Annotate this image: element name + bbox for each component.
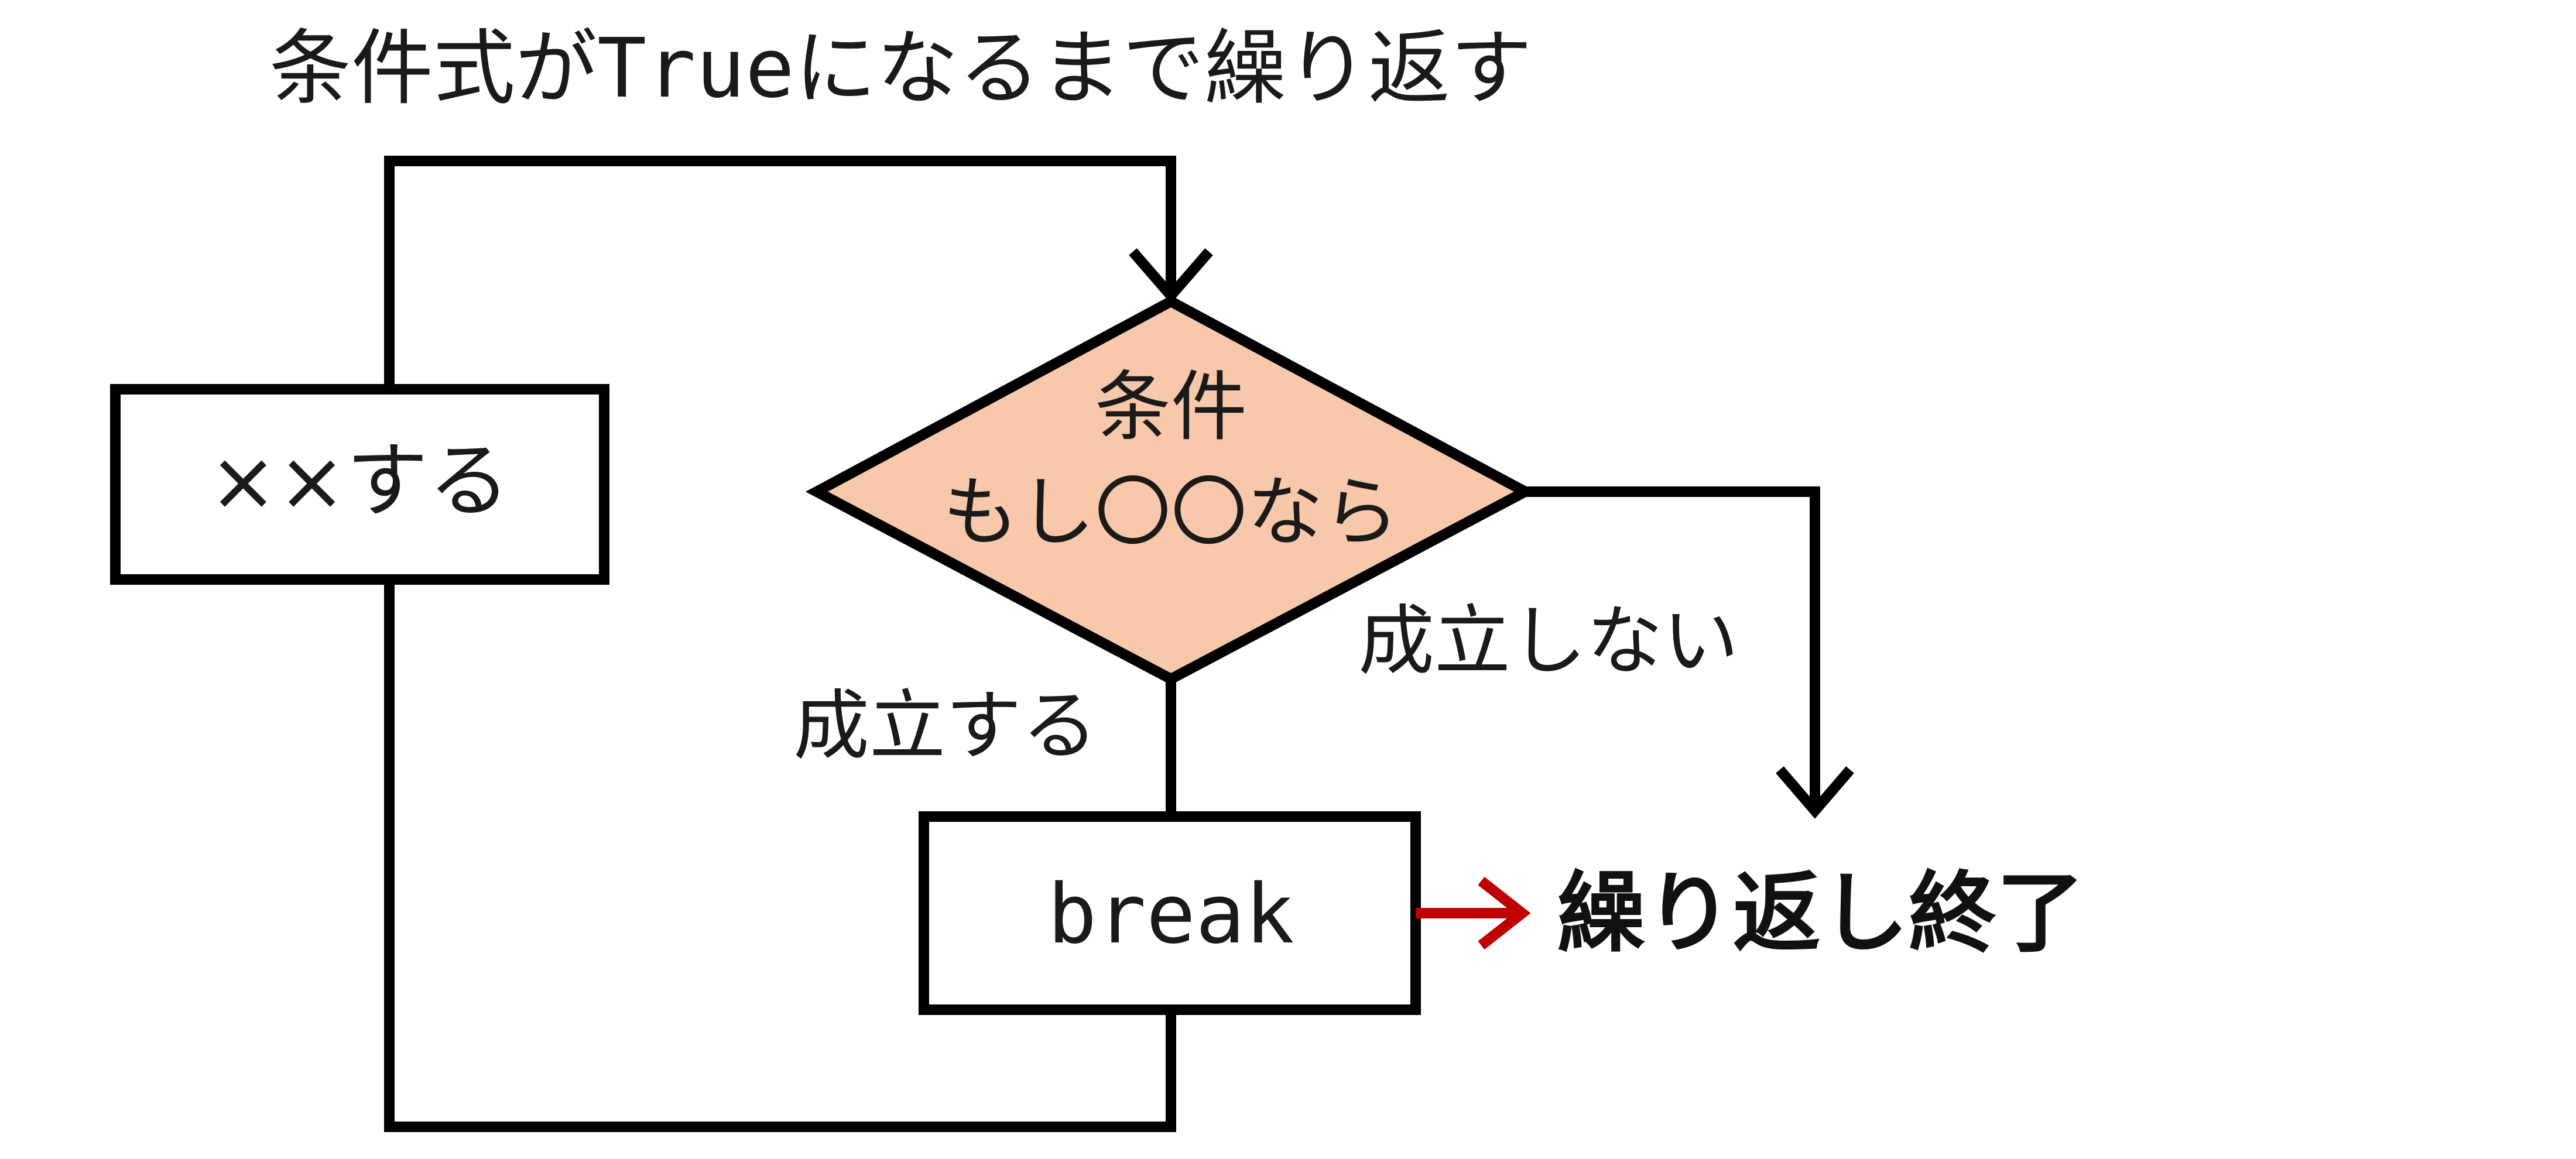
condition-label-line1: 条件 — [1095, 362, 1247, 451]
no-branch-connector — [1525, 486, 1820, 811]
exit-arrow-head — [1478, 876, 1531, 950]
title-code: True — [597, 21, 794, 116]
exit-label: 繰り返し終了 — [1557, 863, 2084, 965]
yes-branch-label: 成立する — [793, 681, 1098, 770]
no-branch-label: 成立しない — [1358, 596, 1739, 685]
arrowhead-no-branch — [1776, 766, 1854, 819]
loop-top-connector — [384, 156, 1176, 389]
action-box — [110, 384, 609, 585]
break-box-label: break — [1047, 867, 1294, 962]
action-box-label: ××する — [209, 434, 511, 529]
title-prefix: 条件式が — [269, 21, 597, 116]
condition-label-line2: もし〇〇なら — [943, 468, 1399, 557]
diagram-title: 条件式がTrueになるまで繰り返す — [269, 21, 1532, 116]
break-box — [919, 811, 1421, 1015]
title-suffix: になるまで繰り返す — [794, 21, 1532, 116]
loop-bottom-connector — [384, 580, 1176, 1132]
